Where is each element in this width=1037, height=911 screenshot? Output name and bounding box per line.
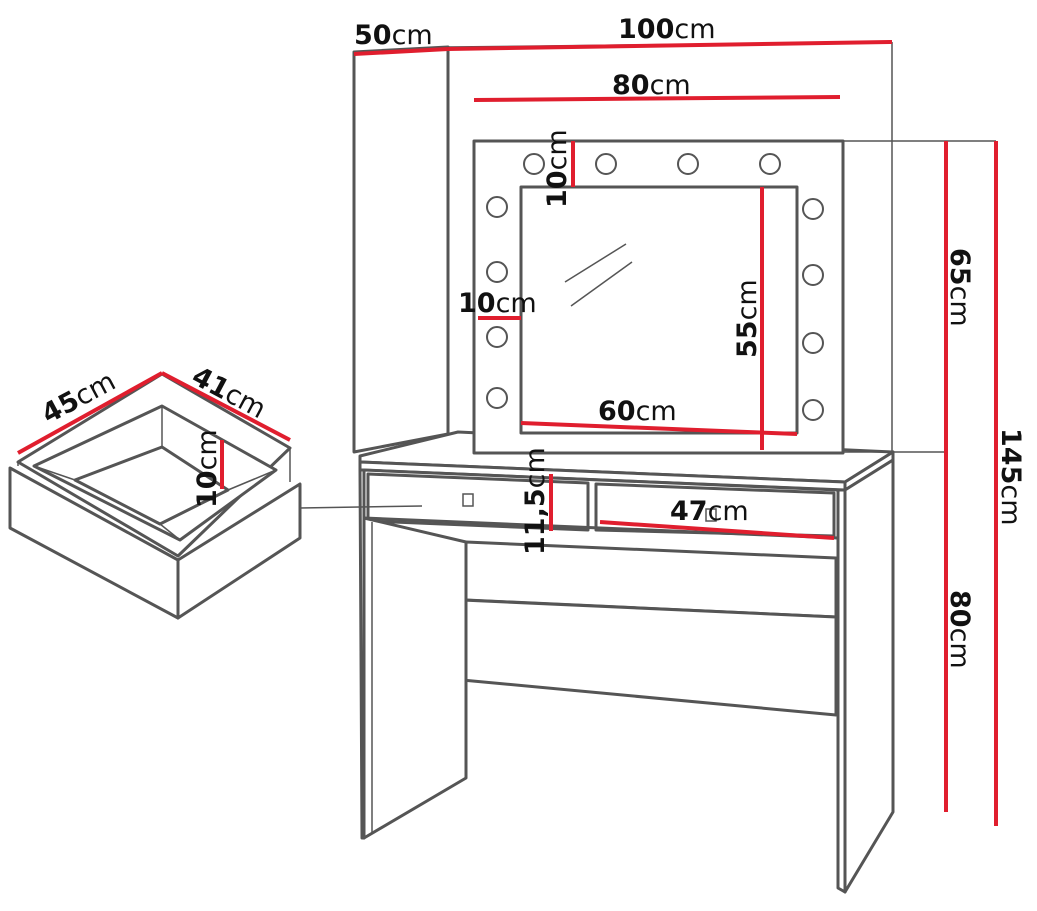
label-width-total: 100cm (618, 14, 716, 45)
rear-panel (460, 598, 838, 717)
label-table-height: 80cm (944, 590, 975, 669)
label-mirror-glass-width: 60cm (598, 396, 677, 427)
mirror-bulb (802, 198, 824, 220)
mirror-bulb (486, 261, 508, 283)
label-drawer-box-height: 10cm (192, 429, 223, 508)
dimension-labels: 50cm 100cm 80cm 10cm 10cm 55cm 60cm 65cm… (37, 14, 1026, 669)
dim-line-drawer-box-length (17, 371, 163, 455)
dimension-lines (17, 40, 998, 826)
drawer-leader-line (299, 505, 423, 509)
mirror-bulb (595, 153, 617, 175)
dim-line-drawer-front-width (599, 520, 835, 540)
label-drawer-front-width: 47cm (670, 496, 749, 527)
label-depth-total: 50cm (354, 20, 433, 51)
drawer-handle-right (705, 508, 717, 522)
mirror-bulb (486, 196, 508, 218)
left-drawer (366, 472, 590, 532)
back-panel-silhouette (352, 45, 450, 454)
label-mirror-height: 65cm (944, 248, 975, 327)
mirror-bulb (802, 264, 824, 286)
label-mirror-width: 80cm (612, 70, 691, 101)
mirror-bulb (802, 332, 824, 354)
label-drawer-front-height: 11,5cm (520, 447, 551, 555)
dim-line-width-total (447, 40, 893, 51)
mirror-reflection-line (564, 243, 627, 283)
label-mirror-frame-top: 10cm (542, 129, 573, 208)
dim-line-mirror-width (473, 95, 841, 102)
drawer-handle-left (462, 493, 474, 507)
dim-line-depth-total (353, 47, 449, 56)
mirror-bulb (486, 387, 508, 409)
label-mirror-glass-height: 55cm (732, 279, 763, 358)
right-leg-side (843, 458, 895, 894)
mirror-bulb (486, 326, 508, 348)
label-total-height: 145cm (995, 428, 1026, 526)
mirror-bulb (802, 399, 824, 421)
label-mirror-frame-side: 10cm (458, 288, 537, 319)
mirror-bulb (759, 153, 781, 175)
dim-line-mirror-glass-width (520, 421, 798, 436)
mirror (472, 139, 996, 455)
drawer-detail (8, 372, 423, 620)
left-leg-side (362, 516, 468, 840)
drawer-box-side (176, 482, 302, 620)
mirror-bulb (677, 153, 699, 175)
mirror-glass (519, 185, 799, 435)
mirror-bulb (523, 153, 545, 175)
dim-line-drawer-box-width (161, 371, 291, 442)
mirror-reflection-line (570, 261, 633, 307)
